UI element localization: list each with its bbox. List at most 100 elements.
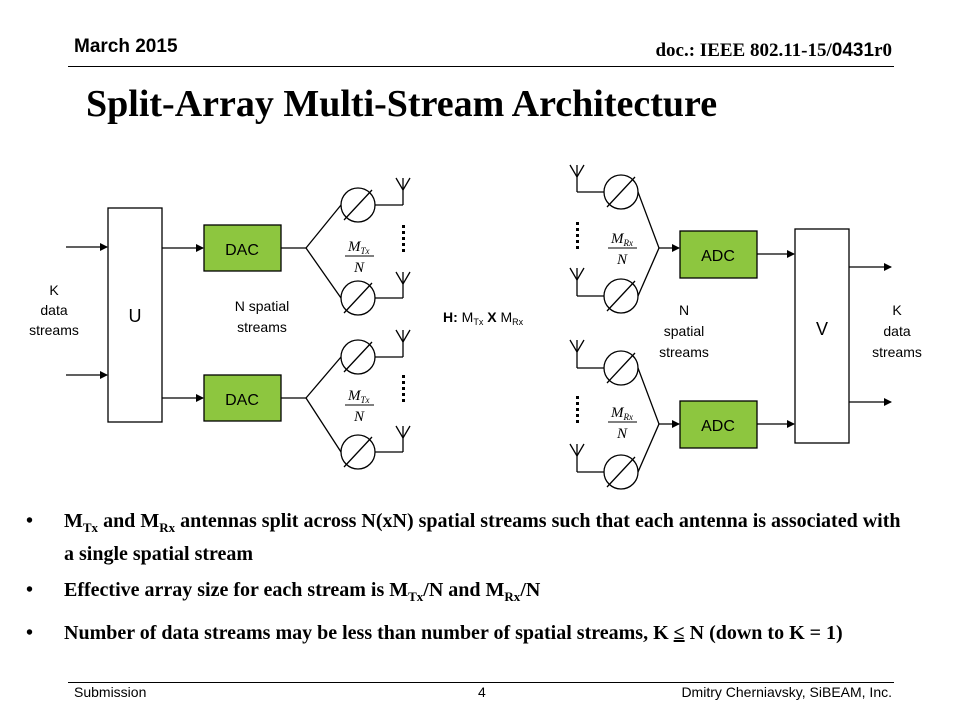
bullet3-pre: Number of data streams may be less than …: [64, 622, 674, 644]
footer-page-number: 4: [478, 684, 486, 700]
tx-input-label-k: K: [49, 282, 59, 298]
slide-title: Split-Array Multi-Stream Architecture: [86, 83, 718, 125]
bullet1-and: and: [98, 510, 141, 532]
rx-output-label-data: data: [883, 323, 910, 339]
bullet3-post: N (down to K = 1): [684, 622, 843, 644]
phase-shifter-1a-slash: [343, 189, 373, 221]
channel-m1-sub: Tx: [473, 317, 483, 327]
channel-m2-sub: Rx: [512, 317, 523, 327]
doc-revision: 0431: [831, 40, 875, 61]
bullet-list: • MTx and MRx antennas split across N(xN…: [26, 508, 906, 656]
rx-combine-1b: [637, 247, 660, 297]
bullet1-m1: M: [64, 510, 83, 532]
tx-ellipsis-1: [402, 225, 405, 252]
fraction-den: N: [353, 409, 365, 425]
bullet1-s1: Tx: [82, 520, 99, 535]
phase-shifter-1b-slash: [343, 282, 373, 314]
antenna-icon: [569, 267, 585, 282]
fraction-m: M: [347, 388, 362, 404]
footer-rule: [68, 682, 894, 683]
channel-m2: M: [500, 309, 512, 325]
bullet1-m2: M: [140, 510, 160, 532]
fraction-sub: Rx: [623, 412, 634, 422]
bullet1-s2: Rx: [159, 520, 176, 535]
footer-submission: Submission: [74, 684, 147, 700]
rx-combine-2a: [637, 367, 660, 425]
rx-ellipsis-1: [576, 222, 579, 249]
fraction-den: N: [353, 260, 365, 276]
dac2-branch-top: [305, 356, 342, 399]
rx-phase-shifter-2b-slash: [606, 456, 636, 488]
tx-input-label-data: data: [40, 302, 67, 318]
dac2-branch-bottom: [305, 397, 342, 453]
fraction-m: M: [347, 239, 362, 255]
antenna-icon: [569, 164, 585, 179]
antenna-icon: [395, 329, 411, 344]
rx-spatial-label-n: N: [679, 302, 689, 318]
footer-author: Dmitry Cherniavsky, SiBEAM, Inc.: [681, 684, 892, 700]
rx-combine-2b: [637, 423, 660, 473]
combiner-v-box: [794, 228, 850, 444]
bullet2-s2: Rx: [504, 589, 521, 604]
rx-phase-shifter-2a-slash: [606, 352, 636, 384]
bullet2-s1: Tx: [408, 589, 424, 604]
header-doc-id: doc.: IEEE 802.11-15/0431r0: [655, 40, 892, 62]
rx-fraction-1: MRx N: [608, 231, 637, 268]
precoder-u-box: [107, 207, 163, 423]
bullet-dot: •: [26, 579, 34, 601]
fraction-sub: Tx: [361, 246, 370, 256]
phase-shifter-2a-slash: [343, 341, 373, 373]
svg-text:MTx: MTx: [347, 388, 370, 405]
fraction-den: N: [616, 426, 628, 442]
rx-fraction-2: MRx N: [608, 405, 637, 442]
tx-spatial-label-2: streams: [237, 319, 287, 335]
channel-label: H: MTx X MRx: [443, 309, 524, 327]
adc-label-1: ADC: [701, 248, 735, 265]
tx-ellipsis-2: [402, 375, 405, 402]
rx-spatial-label-streams: streams: [659, 344, 709, 360]
dac-label-1: DAC: [225, 242, 259, 259]
channel-prefix: H:: [443, 309, 462, 325]
doc-suffix: r0: [874, 40, 892, 61]
fraction-m: M: [610, 405, 625, 421]
doc-prefix: doc.: IEEE 802.11-15/: [655, 40, 832, 61]
fraction-m: M: [610, 231, 625, 247]
fraction-sub: Tx: [361, 395, 370, 405]
antenna-icon: [395, 177, 411, 192]
adc-label-2: ADC: [701, 418, 735, 435]
dac-label-2: DAC: [225, 392, 259, 409]
adc-box-1: [679, 230, 758, 279]
combiner-v-label: V: [816, 319, 828, 339]
bullet2-pre: Effective array size for each stream is …: [64, 579, 409, 601]
svg-text:MRx: MRx: [610, 405, 633, 422]
bullet-item-1: • MTx and MRx antennas split across N(xN…: [26, 508, 906, 567]
bullet-item-2: • Effective array size for each stream i…: [26, 577, 906, 610]
rx-combine-1a: [637, 191, 660, 249]
bullet1-rest: antennas split across N(xN) spatial stre…: [64, 510, 901, 565]
rx-phase-shifter-1a-slash: [606, 176, 636, 208]
svg-text:MRx: MRx: [610, 231, 633, 248]
tx-spatial-label-1: N spatial: [235, 298, 289, 314]
fraction-den: N: [616, 252, 628, 268]
bullet-dot: •: [26, 622, 34, 644]
svg-text:MTx: MTx: [347, 239, 370, 256]
header-rule: [68, 66, 894, 67]
bullet3-le: ≤: [673, 622, 685, 644]
precoder-u-label: U: [129, 306, 142, 326]
tx-input-label-streams: streams: [29, 322, 79, 338]
bullet2-post: /N: [520, 579, 541, 601]
dac1-branch-top: [305, 204, 342, 249]
rx-ellipsis-2: [576, 396, 579, 423]
phase-shifter-2b-slash: [343, 436, 373, 468]
tx-fraction-2: MTx N: [345, 388, 374, 425]
tx-fraction-1: MTx N: [345, 239, 374, 276]
rx-output-label-streams: streams: [872, 344, 922, 360]
bullet-item-3: • Number of data streams may be less tha…: [26, 620, 906, 646]
bullet-dot: •: [26, 510, 34, 532]
antenna-icon: [569, 443, 585, 458]
channel-x: X: [483, 309, 500, 325]
channel-m1: M: [462, 309, 474, 325]
fraction-sub: Rx: [623, 238, 634, 248]
rx-spatial-label-spatial: spatial: [664, 323, 704, 339]
